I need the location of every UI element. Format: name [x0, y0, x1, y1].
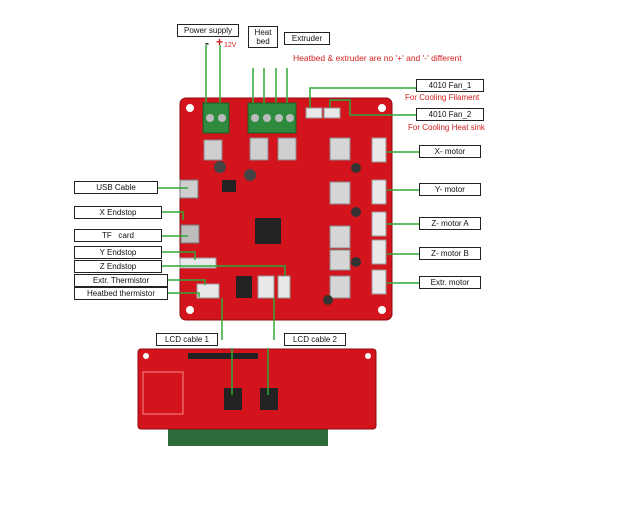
extr-thermistor-label: Extr. Thermistor	[74, 274, 168, 288]
fan1-note: For Cooling Filament	[405, 93, 480, 102]
endstop-headers	[179, 257, 217, 269]
power-supply-label: Power supply	[177, 24, 239, 38]
lcd-cable-1-label: LCD cable 1	[156, 333, 218, 347]
mount-hole	[378, 104, 386, 112]
heat-bed-label: Heat bed	[248, 26, 278, 49]
x-driver-heatsink	[329, 137, 351, 161]
heat-bed-line1: Heat	[254, 28, 272, 37]
plus-sign: +	[216, 35, 224, 49]
fan1-label: 4010 Fan_1	[416, 79, 484, 93]
fan1-header	[305, 107, 323, 119]
minus-sign: -	[205, 36, 209, 50]
lcd-encoder-area	[142, 371, 184, 415]
extr-motor-label: Extr. motor	[419, 276, 481, 290]
fan2-label: 4010 Fan_2	[416, 108, 484, 122]
lcd-board	[137, 348, 377, 430]
x-motor-connector	[371, 137, 387, 163]
lcd-exp2-connector	[260, 388, 278, 410]
power-chip	[203, 139, 223, 161]
lcd-exp1-connector	[224, 388, 242, 410]
capacitor	[244, 169, 256, 181]
zb-driver-heatsink	[329, 249, 351, 271]
capacitor	[214, 161, 226, 173]
fan2-header	[323, 107, 341, 119]
usb-chip	[222, 180, 236, 192]
za-motor-connector	[371, 211, 387, 237]
lcd-mount-hole	[365, 353, 371, 359]
lcd-pin-row	[188, 353, 258, 359]
lcd-mount-hole	[143, 353, 149, 359]
fan2-note: For Cooling Heat sink	[408, 123, 485, 132]
mcu-chip	[255, 218, 281, 244]
lcd-exp1-header	[236, 276, 252, 298]
mount-hole	[186, 306, 194, 314]
extr-motor-connector	[371, 269, 387, 295]
extruder-label: Extruder	[284, 32, 330, 46]
lcd-header-extra	[277, 275, 291, 299]
heatbed-thermistor-label: Heatbed thermistor	[74, 287, 168, 301]
bed-mosfet	[249, 137, 269, 161]
y-driver-heatsink	[329, 181, 351, 205]
tf-card-label: TF card	[74, 229, 162, 243]
y-endstop-label: Y Endstop	[74, 246, 162, 260]
lcd-exp2-header	[257, 275, 275, 299]
tf-card-slot	[180, 224, 200, 244]
y-motor-label: Y- motor	[419, 183, 481, 197]
lcd-cable-2-label: LCD cable 2	[284, 333, 346, 347]
z-motor-b-label: Z- motor B	[419, 247, 481, 261]
mount-hole	[186, 104, 194, 112]
z-motor-a-label: Z- motor A	[419, 217, 481, 231]
zb-motor-connector	[371, 239, 387, 265]
usb-cable-label: USB Cable	[74, 181, 158, 195]
e-driver-heatsink	[329, 275, 351, 299]
z-endstop-label: Z Endstop	[74, 260, 162, 274]
voltage-label: 12V	[224, 42, 237, 49]
x-endstop-label: X Endstop	[74, 206, 162, 220]
mount-hole	[378, 306, 386, 314]
extruder-mosfet	[277, 137, 297, 161]
za-driver-heatsink	[329, 225, 351, 249]
y-motor-connector	[371, 179, 387, 205]
heat-bed-line2: bed	[256, 37, 270, 47]
usb-port	[179, 179, 199, 199]
x-motor-label: X- motor	[419, 145, 481, 159]
callout-wires	[158, 45, 419, 395]
thermistor-header	[196, 283, 220, 299]
polarity-note: Heatbed & extruder are no '+' and '-' di…	[293, 53, 462, 63]
